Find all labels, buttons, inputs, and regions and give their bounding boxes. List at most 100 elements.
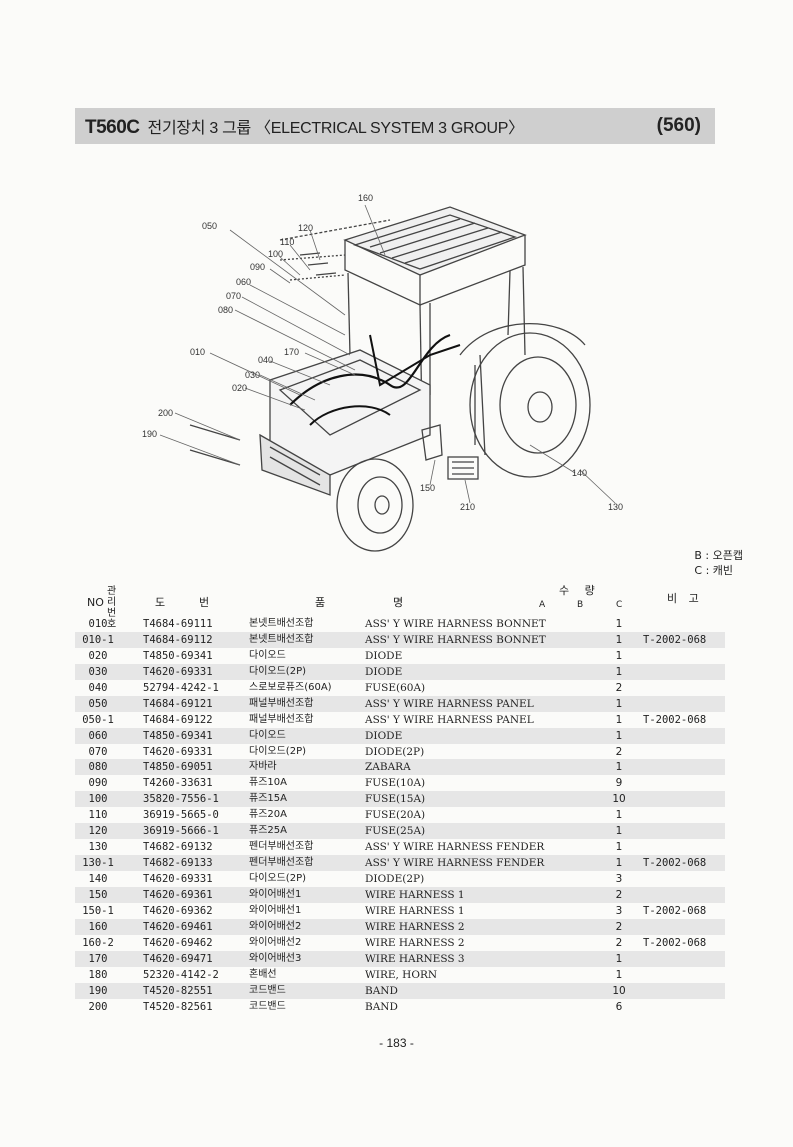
- header-drawing-right: 번: [199, 596, 210, 609]
- row-no: 070: [88, 745, 108, 758]
- row-english-name: ASS' Y WIRE HARNESS PANEL: [365, 697, 534, 710]
- row-no: 110: [88, 809, 108, 822]
- row-part-number: T4684-69112: [143, 633, 213, 646]
- header-qty-c: C: [616, 600, 623, 610]
- row-no: 090: [88, 777, 108, 790]
- row-quantity: 1: [615, 761, 623, 774]
- callout-label: 100: [268, 249, 283, 259]
- callout-label: 190: [142, 429, 157, 439]
- row-quantity: 2: [615, 920, 623, 933]
- row-quantity: 9: [615, 777, 623, 790]
- callout-label: 070: [226, 291, 241, 301]
- row-no: 170: [88, 952, 108, 965]
- row-korean-name: 펜더부배선조합: [249, 841, 314, 853]
- tractor-wiring-diagram: 160 050 120 110 100 090 060 070 080 010 …: [142, 193, 623, 552]
- row-part-number: T4684-69111: [143, 618, 213, 630]
- row-part-number: T4620-69362: [143, 904, 213, 917]
- row-part-number: T4620-69331: [143, 873, 213, 885]
- header-remarks: 비 고: [667, 592, 703, 605]
- row-part-number: T4850-69051: [143, 761, 213, 774]
- row-part-number: 36919-5666-1: [143, 825, 219, 838]
- row-english-name: FUSE(15A): [365, 793, 426, 806]
- row-english-name: ASS' Y WIRE HARNESS BONNET: [365, 618, 546, 630]
- row-part-number: T4620-69471: [143, 952, 213, 965]
- row-part-number: T4260-33631: [143, 777, 213, 790]
- row-part-number: T4620-69361: [143, 888, 213, 901]
- row-part-number: T4520-82561: [143, 1000, 213, 1013]
- row-no: 150-1: [82, 904, 114, 917]
- row-no: 100: [88, 793, 108, 806]
- row-remarks: T-2002-068: [643, 857, 707, 870]
- row-no: 200: [88, 1000, 108, 1013]
- row-korean-name: 다이오드(2P): [249, 873, 306, 884]
- legend: B : 오픈캡 C : 캐빈: [694, 548, 743, 578]
- table-row: 010 T4684-69111 본넷트배선조합 ASS' Y WIRE HARNESS…: [75, 616, 725, 632]
- row-no: 140: [88, 873, 108, 885]
- row-english-name: BAND: [365, 984, 398, 997]
- row-korean-name: 와이어배선2: [249, 920, 302, 932]
- row-remarks: T-2002-068: [643, 904, 707, 917]
- row-remarks: T-2002-068: [643, 936, 707, 949]
- row-no: 120: [88, 825, 108, 838]
- title-group: T560C 전기장치 3 그룹 〈ELECTRICAL SYSTEM 3 GRO…: [85, 114, 524, 139]
- row-no: 130-1: [82, 857, 114, 870]
- row-korean-name: 패널부배선조합: [249, 713, 314, 725]
- row-quantity: 2: [615, 888, 623, 901]
- row-no: 160-2: [82, 936, 114, 949]
- callout-label: 170: [284, 347, 299, 357]
- row-english-name: DIODE(2P): [365, 745, 425, 758]
- row-part-number: 52794-4242-1: [143, 681, 219, 694]
- row-quantity: 1: [615, 841, 623, 854]
- row-no: 040: [88, 681, 108, 694]
- row-quantity: 1: [615, 618, 623, 630]
- row-korean-name: 본넷트배선조합: [249, 618, 314, 629]
- row-korean-name: 와이어배선1: [249, 888, 302, 900]
- row-english-name: WIRE HARNESS 1: [365, 904, 465, 917]
- row-part-number: 36919-5665-0: [143, 809, 219, 822]
- row-quantity: 2: [615, 745, 623, 758]
- diagram-callouts: 160 050 120 110 100 090 060 070 080 010 …: [142, 193, 623, 512]
- row-korean-name: 와이어배선1: [249, 904, 302, 916]
- row-korean-name: 스로보로퓨즈(60A): [249, 681, 332, 693]
- callout-label: 160: [358, 193, 373, 203]
- row-korean-name: 다이오드: [249, 649, 286, 661]
- header-drawing-left: 도: [155, 596, 166, 609]
- row-no: 010: [88, 618, 108, 630]
- legend-cabin: C : 캐빈: [694, 564, 734, 577]
- header-no: NO: [87, 596, 104, 609]
- row-quantity: 1: [615, 968, 623, 981]
- row-quantity: 1: [615, 825, 623, 838]
- header-qty: 수 량: [559, 584, 601, 597]
- callout-label: 040: [258, 355, 273, 365]
- row-quantity: 2: [615, 681, 623, 694]
- row-no: 190: [88, 984, 108, 997]
- row-english-name: ASS' Y WIRE HARNESS BONNET: [365, 633, 546, 646]
- row-part-number: T4850-69341: [143, 729, 213, 742]
- callout-label: 120: [298, 223, 313, 233]
- title-bar: T560C 전기장치 3 그룹 〈ELECTRICAL SYSTEM 3 GRO…: [75, 108, 715, 144]
- row-english-name: ZABARA: [365, 761, 411, 774]
- row-quantity: 1: [615, 649, 623, 662]
- model-label: T560C: [85, 116, 140, 138]
- row-part-number: T4682-69132: [143, 841, 213, 854]
- row-part-number: T4682-69133: [143, 857, 213, 870]
- row-no: 050-1: [82, 713, 114, 726]
- callout-label: 020: [232, 383, 247, 393]
- row-quantity: 10: [612, 793, 626, 806]
- callout-label: 200: [158, 408, 173, 418]
- row-korean-name: 본넷트배선조합: [249, 633, 314, 645]
- header-name-right: 명: [393, 596, 404, 609]
- row-quantity: 1: [615, 952, 623, 965]
